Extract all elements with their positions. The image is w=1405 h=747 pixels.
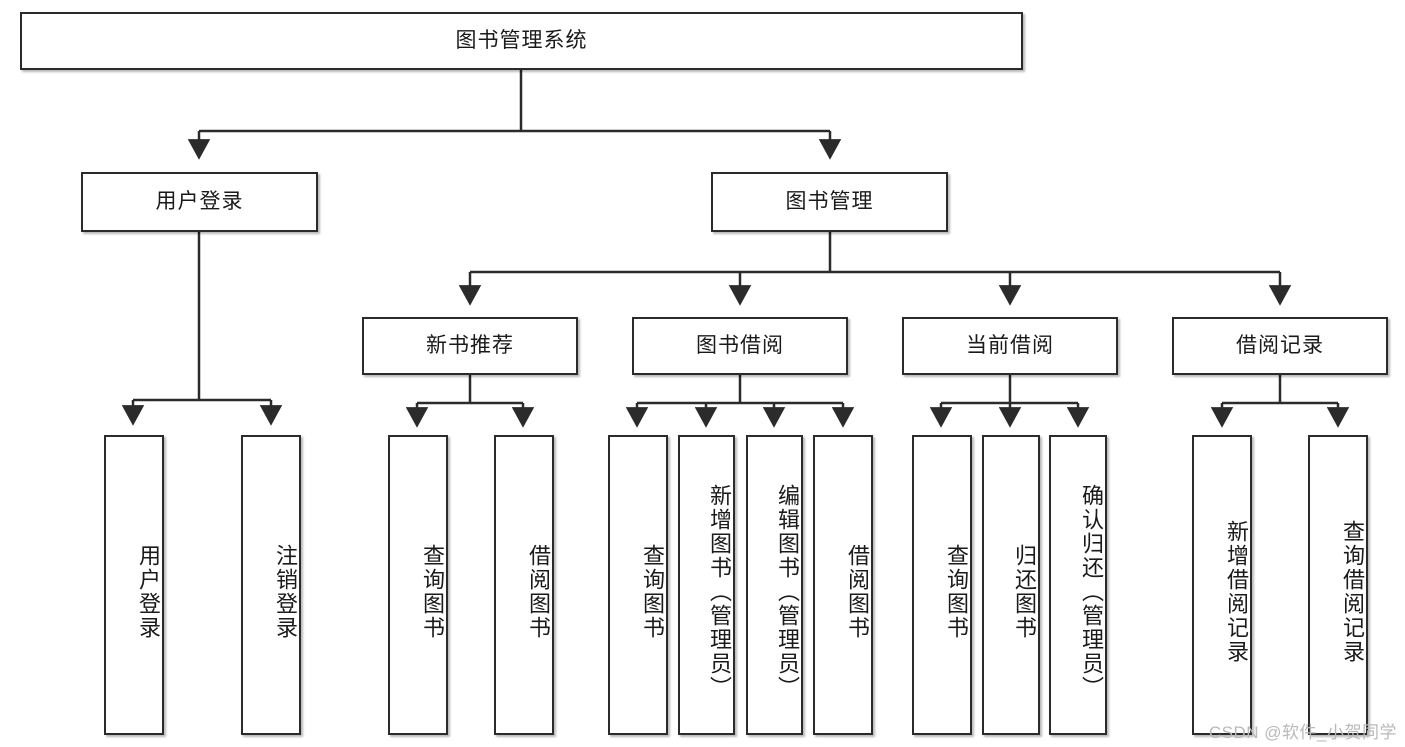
node-label: 查询图书 <box>420 544 445 640</box>
node-label: 当前借阅 <box>966 334 1054 358</box>
node-label: 图书管理系统 <box>455 29 588 53</box>
leaf-current-borrow-return-book[interactable]: 归还图书 <box>982 435 1040 735</box>
leaf-current-borrow-confirm-return-admin[interactable]: 确认归还（管理员） <box>1049 435 1107 735</box>
node-label: 图书管理 <box>785 190 874 214</box>
node-label: 借阅图书 <box>526 544 551 640</box>
node-label: 新书推荐 <box>426 334 514 358</box>
node-label: 新增图书（管理员） <box>707 484 732 700</box>
node-label: 用户登录 <box>136 544 161 640</box>
node-label: 确认归还（管理员） <box>1079 484 1104 700</box>
leaf-borrow-record-query-record[interactable]: 查询借阅记录 <box>1308 435 1368 735</box>
node-label: 用户登录 <box>155 190 244 214</box>
node-current-borrow[interactable]: 当前借阅 <box>902 317 1118 375</box>
node-new-book-recommend[interactable]: 新书推荐 <box>362 317 578 375</box>
leaf-current-borrow-query-book[interactable]: 查询图书 <box>912 435 972 735</box>
node-label: 注销登录 <box>273 544 298 640</box>
leaf-book-borrow-borrow-book[interactable]: 借阅图书 <box>813 435 873 735</box>
leaf-book-borrow-add-book-admin[interactable]: 新增图书（管理员） <box>678 435 735 735</box>
node-root-book-management-system[interactable]: 图书管理系统 <box>20 12 1023 70</box>
node-label: 新增借阅记录 <box>1224 520 1249 664</box>
watermark: CSDN @软件_小贺同学 <box>1208 723 1397 742</box>
node-label: 查询图书 <box>944 544 969 640</box>
node-user-login[interactable]: 用户登录 <box>81 172 318 232</box>
leaf-book-borrow-query-book[interactable]: 查询图书 <box>608 435 668 735</box>
leaf-new-book-query-book[interactable]: 查询图书 <box>388 435 448 735</box>
node-label: 借阅记录 <box>1236 334 1324 358</box>
leaf-user-login-logout[interactable]: 注销登录 <box>241 435 301 735</box>
leaf-user-login-login[interactable]: 用户登录 <box>104 435 164 735</box>
node-label: 借阅图书 <box>845 544 870 640</box>
node-book-management[interactable]: 图书管理 <box>711 172 948 232</box>
leaf-borrow-record-add-record[interactable]: 新增借阅记录 <box>1192 435 1252 735</box>
leaf-book-borrow-edit-book-admin[interactable]: 编辑图书（管理员） <box>746 435 803 735</box>
node-borrow-record[interactable]: 借阅记录 <box>1172 317 1388 375</box>
node-label: 查询图书 <box>640 544 665 640</box>
leaf-new-book-borrow-book[interactable]: 借阅图书 <box>494 435 554 735</box>
node-label: 图书借阅 <box>696 334 784 358</box>
node-label: 归还图书 <box>1012 544 1037 640</box>
node-book-borrow[interactable]: 图书借阅 <box>632 317 848 375</box>
node-label: 查询借阅记录 <box>1340 520 1365 664</box>
node-label: 编辑图书（管理员） <box>775 484 800 700</box>
